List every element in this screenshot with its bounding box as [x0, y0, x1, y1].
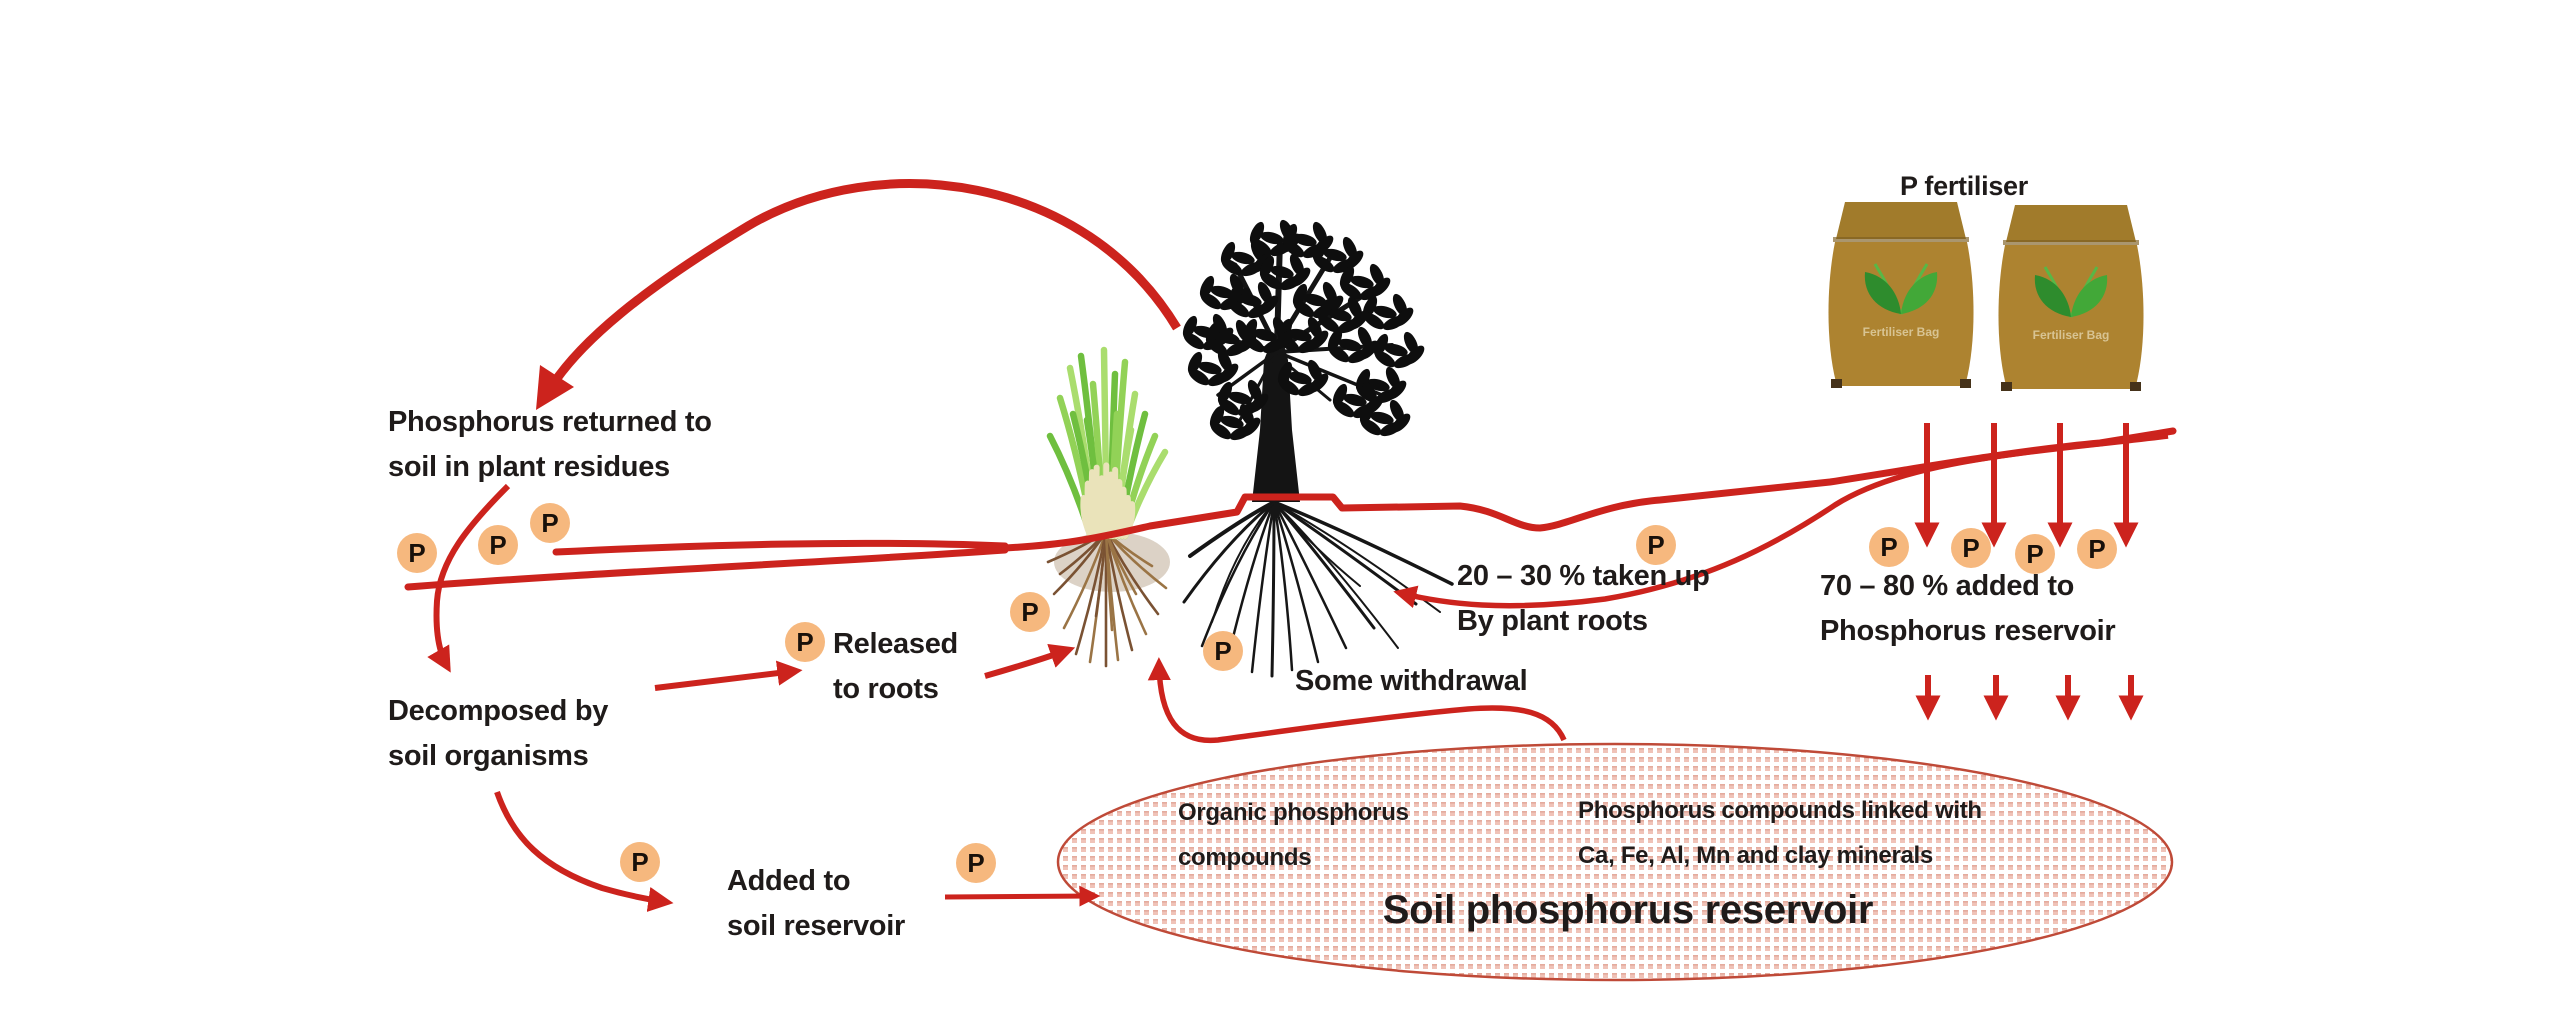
label-decomposed: Decomposed by soil organisms: [388, 695, 609, 772]
label-added-to-reservoir: 70 – 80 % added to Phosphorus reservoir: [1820, 570, 2116, 647]
label-mineral-compounds: Phosphorus compounds linked with Ca, Fe,…: [1578, 797, 1982, 869]
label-returned-to-soil: Phosphorus returned to soil in plant res…: [388, 406, 712, 483]
fertiliser-bag-right: [1996, 203, 2146, 393]
p-marker: P: [785, 622, 825, 662]
p-marker: P: [1203, 631, 1243, 671]
label-p-fertiliser: P fertiliser: [1900, 171, 2028, 201]
released-to-roots-arrow: [984, 643, 1076, 679]
p-marker: P: [478, 525, 518, 565]
fertiliser-bag-left: [1826, 200, 1976, 390]
soil-line-lower: [404, 546, 1009, 591]
p-marker: P: [530, 503, 570, 543]
p-marker: P: [2077, 529, 2117, 569]
label-released-to-roots: Released to roots: [833, 628, 958, 705]
residues-to-decomposed-arrow: [427, 483, 511, 673]
decomposed-to-added-arrow: [494, 791, 674, 912]
added-to-reservoir-arrow: [944, 885, 1101, 907]
soil-phosphorus-reservoir-ellipse: [1056, 742, 2174, 982]
p-marker: P: [1010, 592, 1050, 632]
fertiliser-bags: [1826, 200, 2146, 393]
decomposed-to-released-arrow: [654, 660, 803, 691]
some-withdrawal-arrow: [1147, 657, 1567, 744]
label-organic-compounds: Organic phosphorus compounds: [1178, 799, 1409, 871]
p-marker: P: [1636, 525, 1676, 565]
label-taken-up: 20 – 30 % taken up By plant roots: [1457, 560, 1710, 637]
fertiliser-input-arrows: [1914, 423, 2139, 548]
into-reservoir-arrows: [1915, 675, 2144, 721]
p-marker: P: [2015, 534, 2055, 574]
p-marker: P: [1951, 528, 1991, 568]
p-marker: P: [1869, 527, 1909, 567]
p-marker: P: [620, 842, 660, 882]
label-reservoir-title: Soil phosphorus reservoir: [1382, 888, 1874, 932]
return-arc-arrow: [544, 179, 1181, 395]
taken-up-by-roots-arrow: [1393, 433, 2169, 609]
soil-line-main: [1001, 427, 2177, 552]
tree-illustration: [1182, 219, 1454, 678]
soil-line-upper: [552, 539, 1009, 556]
return-arc-arrowhead-icon: [536, 365, 574, 410]
grass-roots: [1046, 530, 1168, 668]
p-marker: P: [397, 533, 437, 573]
label-added-to-soil: Added to soil reservoir: [727, 865, 905, 942]
grass-illustration: [1046, 346, 1170, 668]
label-some-withdrawal: Some withdrawal: [1295, 665, 1528, 697]
p-marker: P: [956, 843, 996, 883]
